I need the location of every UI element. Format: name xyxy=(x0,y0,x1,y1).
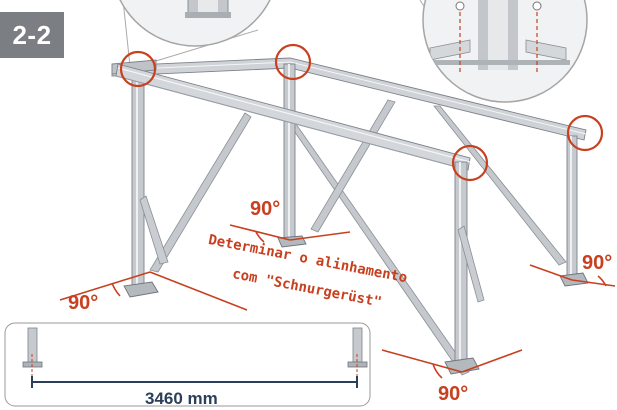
angle-label-back-right: 90° xyxy=(582,252,613,274)
dimension-label: 3460 mm xyxy=(145,389,218,408)
step-badge: 2-2 xyxy=(0,12,64,58)
front-left-post xyxy=(111,59,157,289)
detail-magnifier-top-right xyxy=(419,0,588,103)
angle-label-back-center: 90° xyxy=(250,198,281,220)
angle-label-front-left: 90° xyxy=(68,292,99,314)
back-beam xyxy=(111,57,587,141)
back-posts xyxy=(283,63,578,280)
front-beam xyxy=(115,63,471,171)
front-braces xyxy=(139,195,485,303)
joint-highlights xyxy=(119,43,604,182)
alignment-lines xyxy=(59,224,616,379)
angle-label-front-right: 90° xyxy=(438,383,469,405)
dimension-inset xyxy=(4,322,371,407)
front-right-post xyxy=(454,161,468,367)
detail-magnifier-top-left xyxy=(119,0,271,67)
